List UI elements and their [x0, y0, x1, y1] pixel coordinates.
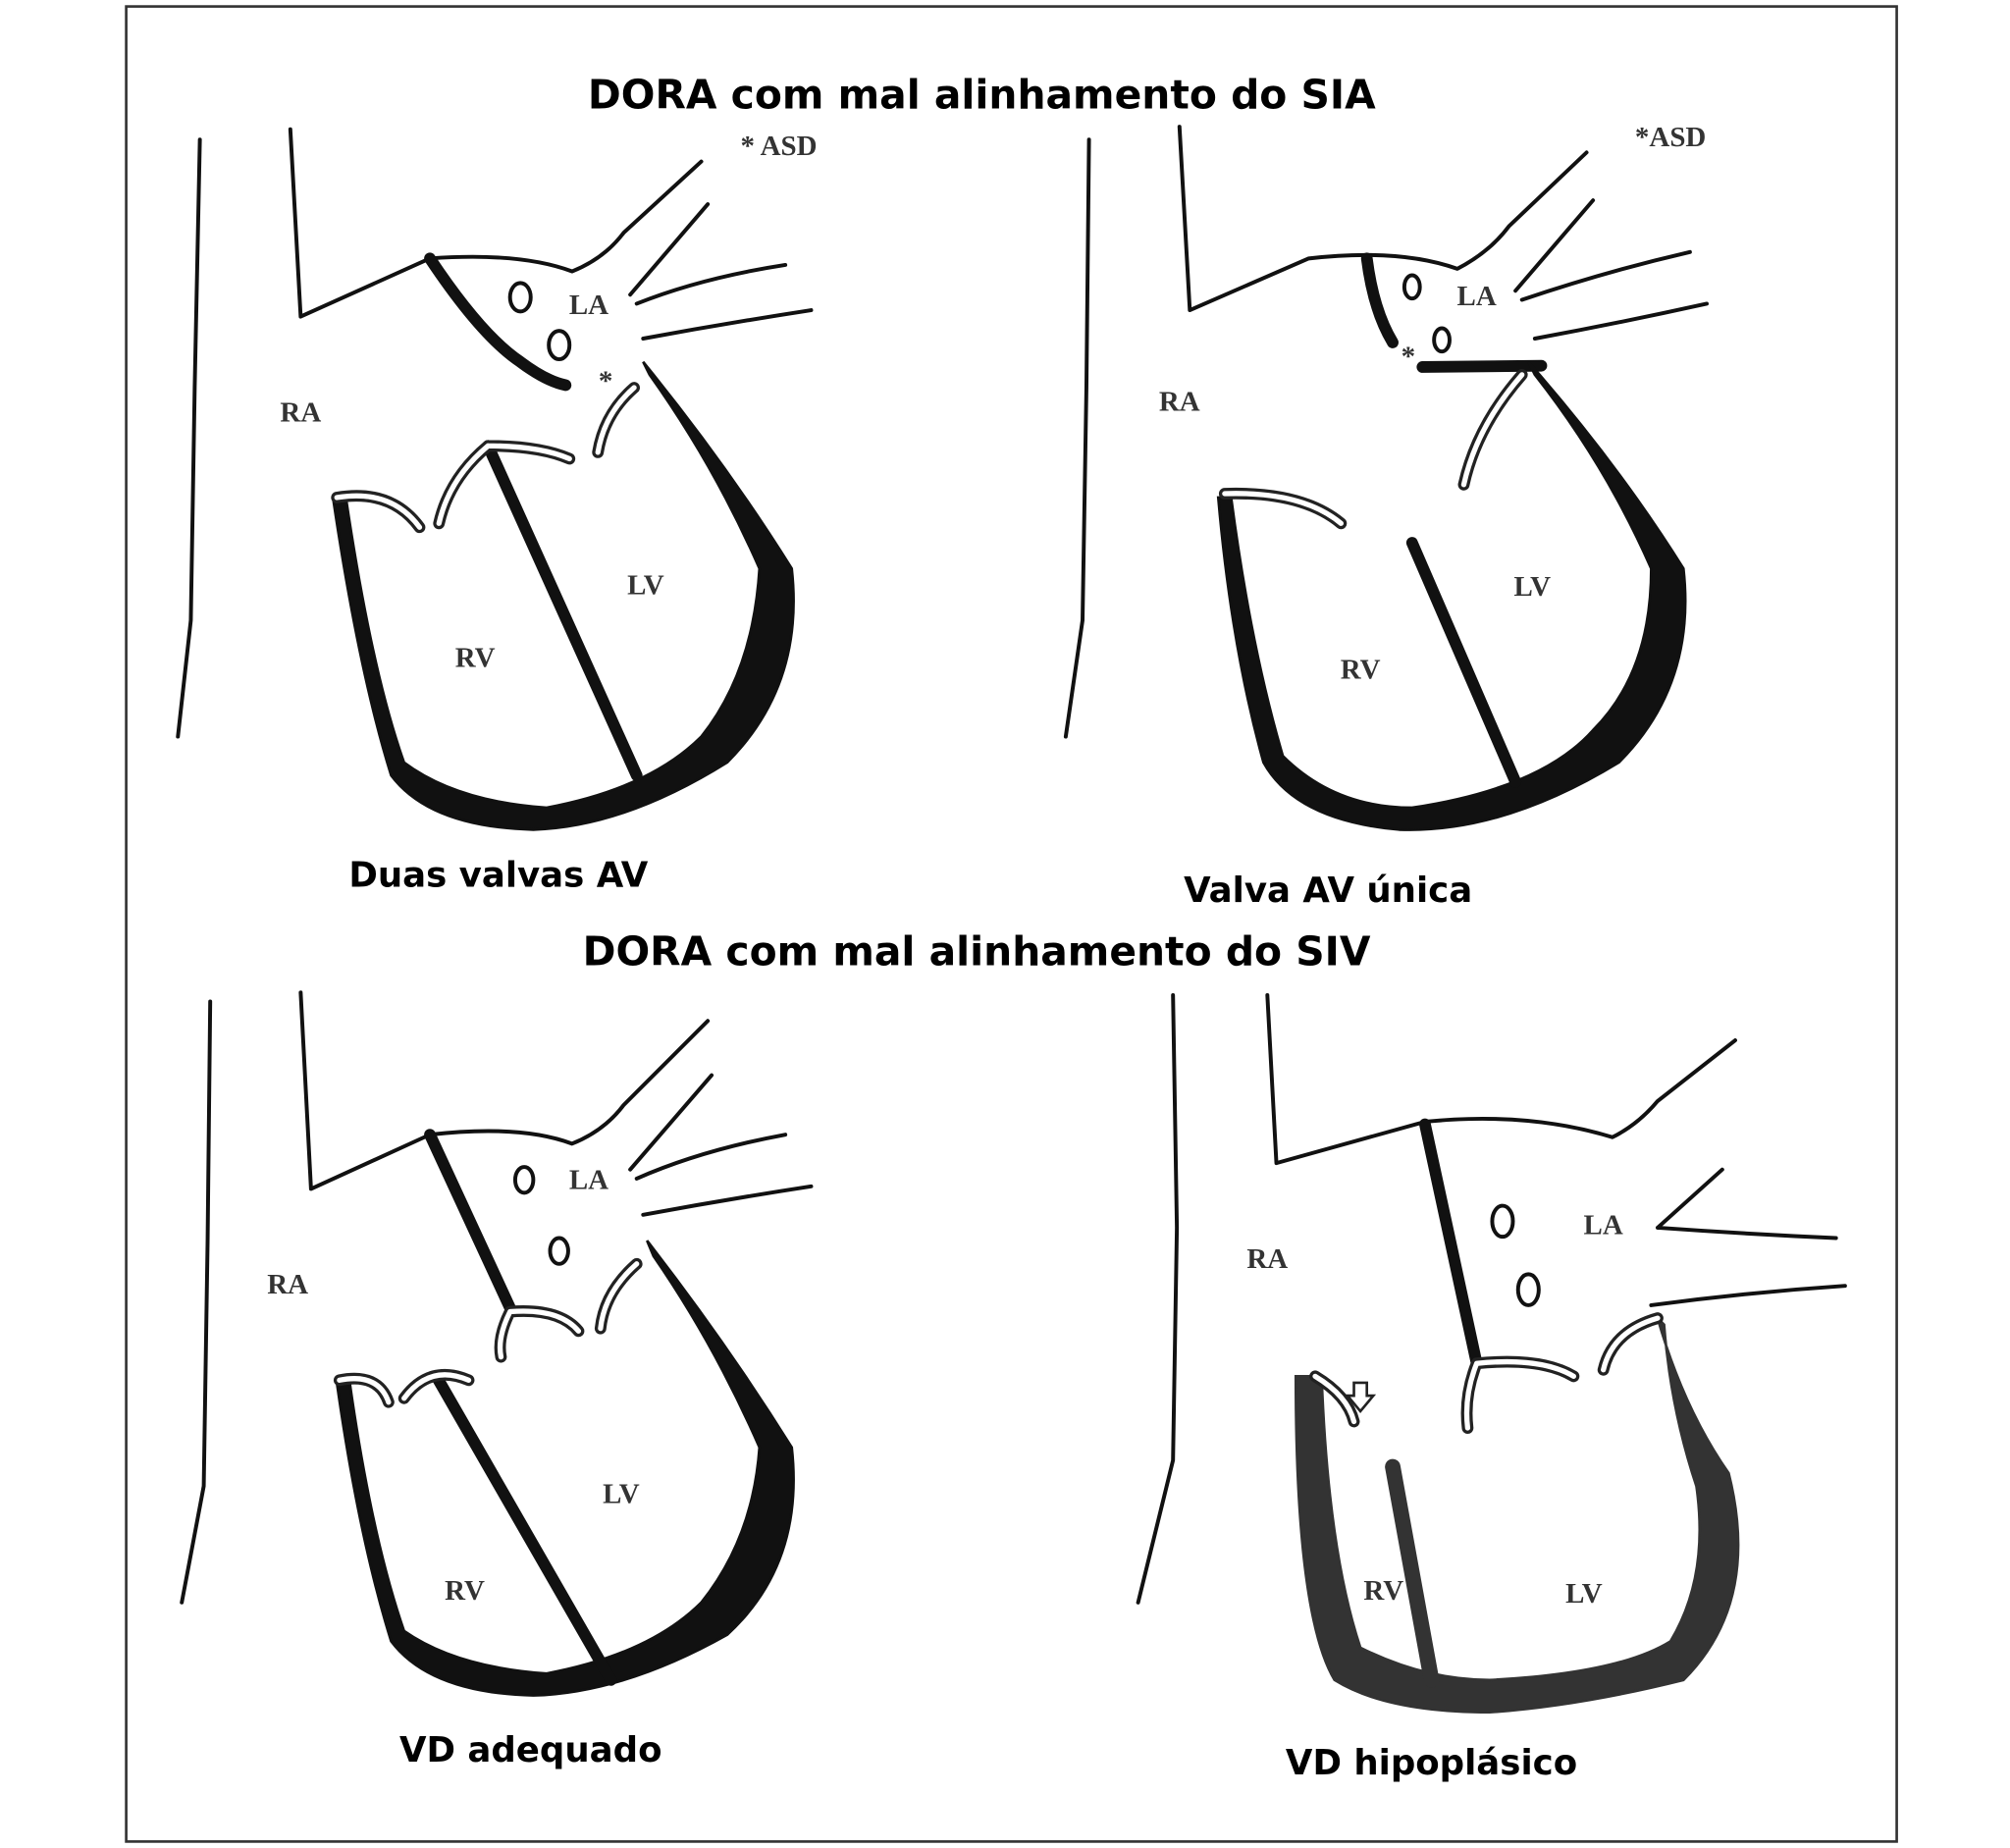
- pulmonary-veins: [1649, 1167, 1847, 1307]
- la-label: LA: [1457, 281, 1497, 312]
- ra-label: RA: [1159, 387, 1200, 418]
- septum-primum: [1360, 252, 1399, 348]
- panel-two-av-valves: * ASD * RA LA LV RV Duas valvas AV: [176, 127, 818, 895]
- ra-outer-wall: [1063, 137, 1091, 739]
- av-septum: [1416, 359, 1548, 373]
- la-label: LA: [569, 1164, 608, 1195]
- asd-marker: *: [1402, 342, 1415, 373]
- ventricular-septum: [482, 440, 643, 781]
- la-label: LA: [1584, 1210, 1623, 1241]
- pulmonary-veins: [628, 1073, 814, 1217]
- caption: Duas valvas AV: [348, 855, 648, 895]
- av-valve-leaflets: [331, 382, 641, 534]
- lv-label: LV: [627, 570, 664, 602]
- ventricular-wall: [331, 360, 795, 831]
- caption: VD adequado: [399, 1730, 662, 1770]
- ra-outer-wall: [180, 999, 213, 1605]
- asd-label: *ASD: [1635, 122, 1706, 153]
- caption: Valva AV única: [1184, 871, 1472, 911]
- ra-label: RA: [280, 396, 321, 428]
- caption: VD hipoplásico: [1286, 1743, 1577, 1783]
- asd-marker: *: [599, 366, 612, 397]
- panel-hypoplastic-rv: RA LA LV RV VD hipoplásico: [1136, 992, 1847, 1783]
- rv-label: RV: [455, 642, 496, 673]
- ra-outer-wall: [176, 137, 202, 739]
- arrow-icon: [1345, 1381, 1377, 1413]
- septum: [1419, 1118, 1483, 1370]
- ventricular-septum: [430, 1370, 617, 1686]
- lv-label: LV: [603, 1478, 640, 1509]
- frame: [125, 5, 1898, 1843]
- av-valve-leaflets: [1218, 368, 1528, 530]
- ra-outer-wall: [1136, 992, 1180, 1605]
- septum-primum: [424, 1129, 516, 1314]
- atrial-wall: [1177, 125, 1589, 313]
- lv-label: LV: [1513, 571, 1551, 603]
- panel-single-av-valve: *ASD * RA LA LV RV Valva AV única: [1063, 122, 1709, 911]
- ventricular-wall: [335, 1240, 795, 1697]
- av-valve-leaflets: [333, 1257, 643, 1408]
- pulmonary-veins: [628, 202, 814, 341]
- panel-adequate-rv: RA LA LV RV VD adequado: [180, 990, 814, 1770]
- rv-label: RV: [1341, 654, 1381, 685]
- asd-label: * ASD: [741, 131, 818, 162]
- ventricular-septum: [1405, 537, 1522, 788]
- lv-label: LV: [1565, 1578, 1603, 1610]
- title-top: DORA com mal alinhamento do SIA: [588, 72, 1376, 119]
- atrial-wall: [288, 127, 704, 319]
- pulmonary-veins: [1513, 198, 1709, 341]
- ra-label: RA: [267, 1269, 308, 1300]
- rv-label: RV: [1363, 1575, 1403, 1607]
- ventricular-septum: [1385, 1458, 1440, 1688]
- ventricular-wall: [1216, 360, 1687, 831]
- ventricular-wall: [1294, 1313, 1740, 1715]
- la-label: LA: [569, 290, 608, 321]
- atrial-wall: [1265, 992, 1737, 1166]
- ra-label: RA: [1246, 1243, 1288, 1275]
- rv-label: RV: [445, 1575, 485, 1607]
- av-valve-leaflets: [1309, 1312, 1664, 1434]
- title-bottom: DORA com mal alinhamento do SIV: [583, 928, 1371, 976]
- septum-primum: [424, 252, 572, 392]
- atrial-wall: [298, 990, 711, 1191]
